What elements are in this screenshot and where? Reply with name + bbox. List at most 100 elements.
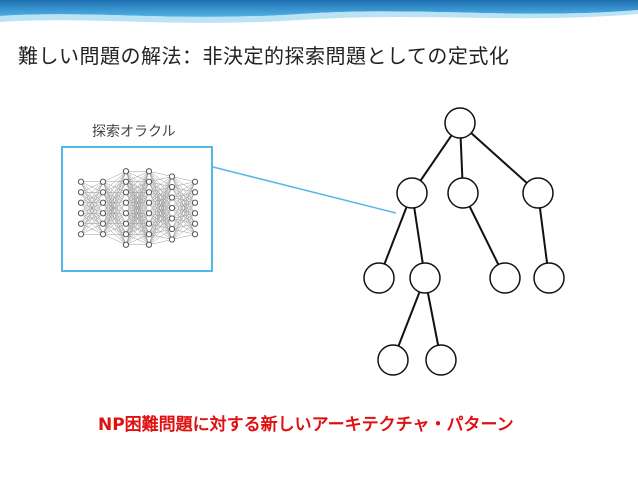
nn-edge (171, 223, 196, 240)
nn-node (191, 210, 199, 217)
nn-edge (148, 218, 173, 245)
nn-node (122, 220, 130, 227)
tree-node-b1 (489, 262, 521, 294)
tree-node-b (447, 177, 479, 209)
nn-node (168, 204, 176, 212)
tree-edge (462, 192, 506, 279)
nn-node (77, 199, 85, 206)
nn-edge (148, 176, 173, 235)
nn-edge (125, 223, 150, 245)
nn-edge (102, 171, 127, 182)
nn-node (145, 168, 153, 175)
nn-edge (148, 176, 173, 203)
nn-node (77, 220, 85, 227)
nn-node (168, 236, 176, 243)
nn-edge (80, 181, 104, 193)
nn-edge (102, 171, 127, 235)
nn-edge (171, 192, 196, 240)
nn-edge (171, 234, 196, 240)
nn-node (191, 189, 199, 196)
nn-edge (80, 181, 104, 203)
nn-node (122, 231, 130, 238)
nn-node (122, 210, 130, 217)
nn-edge (125, 213, 150, 245)
nn-edge (80, 202, 104, 235)
nn-edge (102, 213, 127, 235)
tree-node-root (444, 107, 476, 139)
nn-node (99, 231, 107, 238)
nn-edge (102, 234, 127, 245)
nn-node (145, 220, 153, 227)
nn-edge (125, 171, 150, 235)
neural-network-image (61, 146, 213, 272)
nn-node (145, 189, 153, 196)
nn-edge (148, 176, 173, 193)
nn-edge (171, 176, 196, 182)
nn-edge (171, 181, 196, 198)
tree-node-a2-2 (425, 344, 457, 376)
nn-node (77, 231, 85, 238)
nn-node (77, 210, 85, 217)
nn-edge (148, 176, 173, 224)
nn-edge (125, 171, 150, 193)
nn-edge (125, 181, 150, 245)
tree-node-a (396, 177, 428, 209)
nn-edge (125, 171, 150, 182)
nn-node (145, 241, 153, 248)
nn-edge (102, 181, 127, 235)
oracle-connector-line (212, 166, 397, 214)
nn-edge (125, 171, 150, 214)
nn-edge (171, 213, 196, 240)
nn-edge (102, 171, 127, 214)
nn-edge (125, 234, 150, 245)
nn-edge (171, 181, 196, 240)
nn-node (145, 210, 153, 217)
nn-node (191, 231, 199, 238)
footer-caption: NP困難問題に対する新しいアーキテクチャ・パターン (98, 415, 514, 435)
nn-edge (80, 192, 104, 235)
nn-node (168, 173, 176, 180)
nn-node (168, 215, 176, 222)
nn-edge (102, 171, 127, 203)
tree-node-a2 (409, 262, 441, 294)
neural-network-graph (77, 168, 199, 248)
tree-node-a2-1 (377, 344, 409, 376)
nn-node (77, 178, 85, 185)
nn-node (99, 189, 107, 196)
tree-node-c (522, 177, 554, 209)
nn-node (191, 220, 199, 227)
nn-node (145, 178, 153, 185)
nn-edge (125, 202, 150, 245)
nn-edge (125, 192, 150, 245)
page-title: 難しい問題の解法：非決定的探索問題としての定式化 (18, 44, 510, 68)
nn-edge (80, 213, 104, 235)
tree-edge (459, 122, 539, 194)
nn-edge (148, 228, 173, 245)
nn-edge (125, 171, 150, 224)
nn-edge (102, 223, 127, 235)
nn-edge (148, 176, 173, 245)
nn-edge (102, 192, 127, 235)
oracle-label: 探索オラクル (92, 124, 176, 140)
nn-edge (171, 181, 196, 209)
nn-edge (171, 202, 196, 240)
nn-edge (80, 181, 104, 235)
nn-node (99, 220, 107, 227)
nn-node (77, 189, 85, 196)
nn-node (99, 199, 107, 206)
nn-edge (171, 181, 196, 230)
nn-edge (80, 223, 104, 235)
nn-edge (171, 181, 196, 219)
tree-node-a1 (363, 262, 395, 294)
tree-node-c1 (533, 262, 565, 294)
nn-edge (80, 181, 104, 214)
nn-node (168, 225, 176, 233)
nn-node (99, 178, 107, 185)
nn-node (122, 178, 130, 185)
nn-edge (80, 181, 104, 224)
nn-node (145, 231, 153, 238)
nn-edge (148, 176, 173, 182)
header-wave-banner (0, 0, 638, 23)
nn-edge (102, 171, 127, 224)
